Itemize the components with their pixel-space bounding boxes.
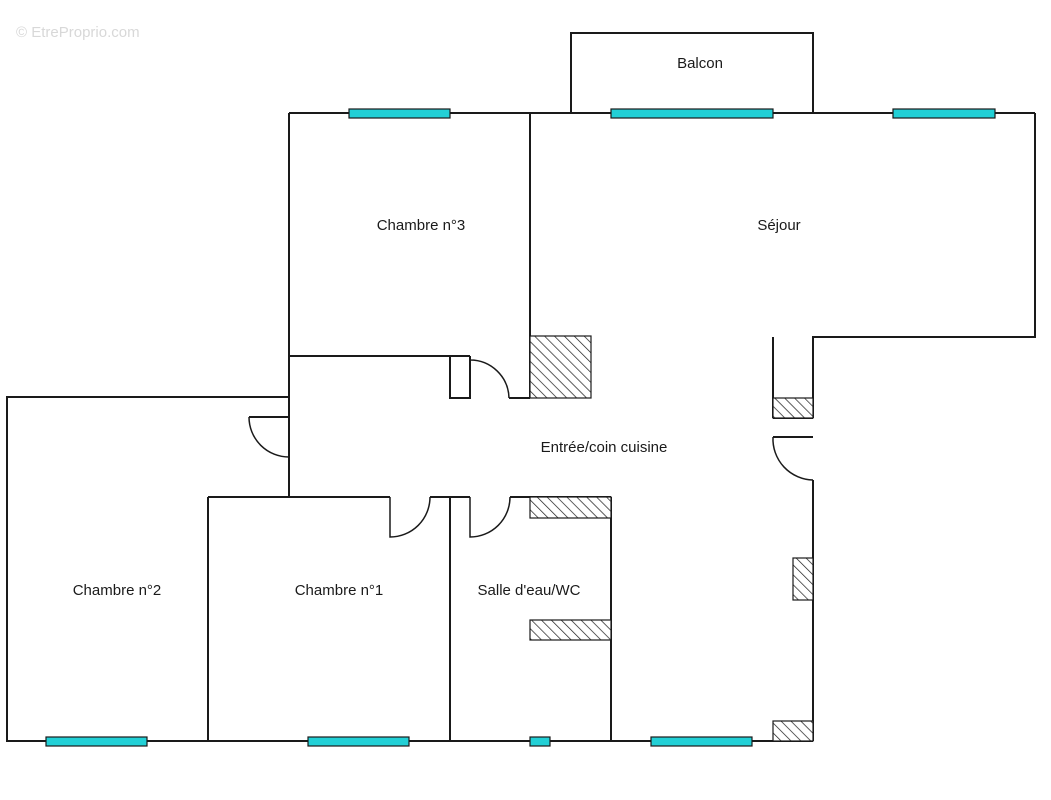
chambre3-door-arc xyxy=(469,356,510,399)
label-salle-eau: Salle d'eau/WC xyxy=(478,582,581,599)
outer-left-bottom-wall xyxy=(6,396,813,742)
window-cuisine xyxy=(650,736,753,747)
chambre2-door-arc xyxy=(248,416,290,458)
kitchen-corner-duct xyxy=(772,720,814,742)
window-chambre2 xyxy=(45,736,148,747)
kitchen-duct xyxy=(792,557,814,601)
room-labels: Balcon Chambre n°3 Séjour Entrée/coin cu… xyxy=(73,55,801,599)
window-chambre1 xyxy=(307,736,410,747)
label-balcon: Balcon xyxy=(677,55,723,72)
sejour-duct xyxy=(772,397,814,419)
doors xyxy=(248,356,814,538)
label-entree: Entrée/coin cuisine xyxy=(541,439,668,456)
label-chambre1: Chambre n°1 xyxy=(295,582,384,599)
window-salle xyxy=(529,736,551,747)
chambre3-door-jamb xyxy=(449,356,471,399)
walls xyxy=(6,32,1036,742)
sejour-right-wall xyxy=(812,113,1036,418)
windows xyxy=(45,108,996,747)
window-sejour xyxy=(892,108,996,119)
label-sejour: Séjour xyxy=(757,217,800,234)
balcony-wall xyxy=(570,32,814,112)
window-chambre3 xyxy=(348,108,451,119)
label-chambre2: Chambre n°2 xyxy=(73,582,162,599)
hatched-elements xyxy=(529,335,814,742)
window-balcon xyxy=(610,108,774,119)
chimney-duct xyxy=(529,335,592,399)
entry-door-arc xyxy=(772,436,814,481)
salle-counter-top xyxy=(529,496,612,519)
label-chambre3: Chambre n°3 xyxy=(377,217,466,234)
salle-door-arc xyxy=(469,496,511,538)
chambre1-door-arc xyxy=(389,496,431,538)
watermark: © EtreProprio.com xyxy=(16,24,140,41)
salle-counter-bottom xyxy=(529,619,612,641)
